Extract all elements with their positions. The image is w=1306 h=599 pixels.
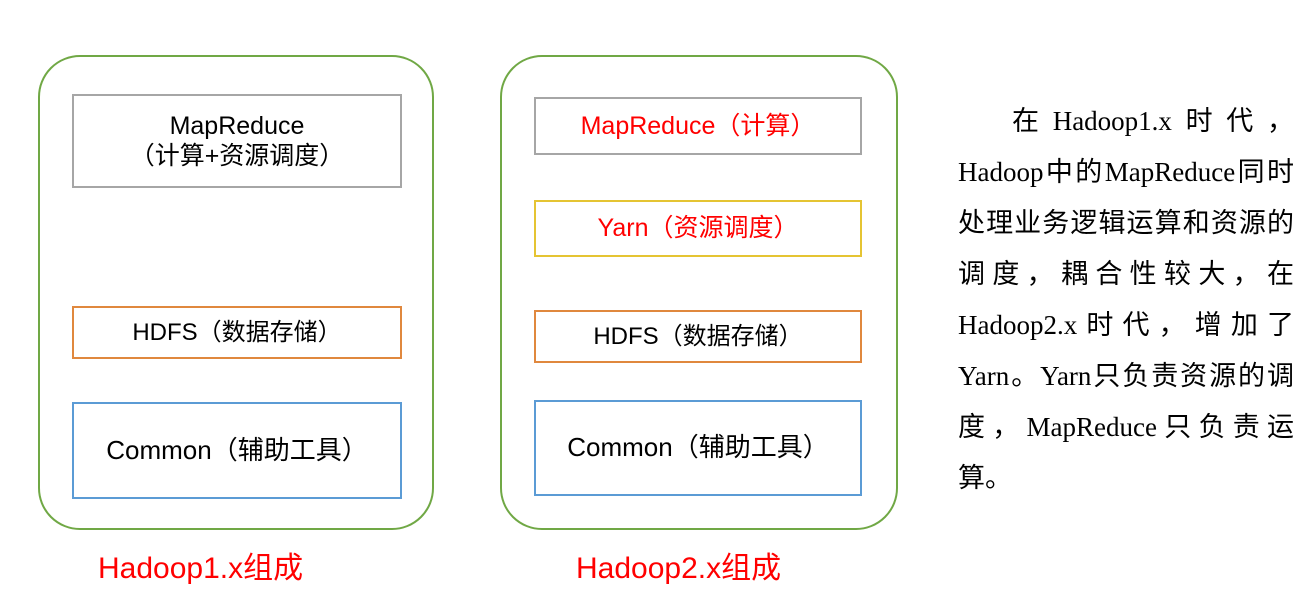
- hadoop2-hdfs-box[interactable]: HDFS（数据存储）: [534, 310, 862, 363]
- hadoop1-group-container: [38, 55, 434, 530]
- hadoop2-group-container: [500, 55, 898, 530]
- hadoop2-common-box[interactable]: Common（辅助工具）: [534, 400, 862, 496]
- hadoop2-mapreduce-box[interactable]: MapReduce（计算）: [534, 97, 862, 155]
- hadoop1-mapreduce-box[interactable]: MapReduce （计算+资源调度）: [72, 94, 402, 188]
- hadoop1-hdfs-box[interactable]: HDFS（数据存储）: [72, 306, 402, 359]
- hadoop1-common-box[interactable]: Common（辅助工具）: [72, 402, 402, 499]
- hadoop1-caption: Hadoop1.x组成: [98, 552, 304, 585]
- explanation-paragraph: 在Hadoop1.x时代，Hadoop中的MapReduce同时处理业务逻辑运算…: [958, 106, 1294, 493]
- hadoop2-yarn-box[interactable]: Yarn（资源调度）: [534, 200, 862, 257]
- hadoop2-caption: Hadoop2.x组成: [576, 552, 782, 585]
